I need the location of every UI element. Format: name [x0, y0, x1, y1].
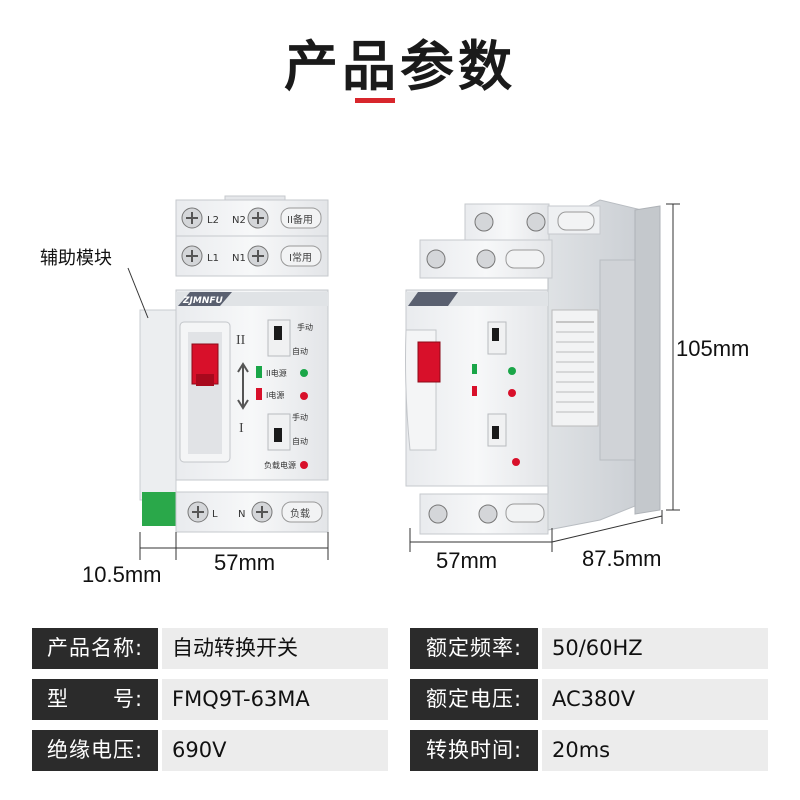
- roman-one-label: I: [239, 421, 244, 436]
- aux-green-terminal: [142, 492, 176, 526]
- brand-logo: ZJMNFU: [182, 296, 224, 306]
- terminal-n2-label: N2: [232, 215, 246, 226]
- spec-label: 额定频率:: [410, 628, 538, 669]
- spec-value: 50/60HZ: [542, 628, 768, 669]
- spec-label: 绝缘电压:: [32, 730, 158, 771]
- spec-value: FMQ9T-63MA: [162, 679, 388, 720]
- dim-aux-width: 10.5mm: [82, 562, 162, 587]
- left-dimension-lines: [139, 532, 329, 560]
- spec-label: 型 号:: [32, 679, 158, 720]
- spec-label-plate: [551, 309, 599, 427]
- spec-label: 额定电压:: [410, 679, 538, 720]
- spec-value: 20ms: [542, 730, 768, 771]
- spec-row: 型 号: FMQ9T-63MA: [32, 679, 388, 720]
- manual-top-label: 手动: [297, 322, 313, 332]
- screw-icon: [526, 212, 546, 232]
- terminal-l-label: L: [212, 509, 218, 520]
- screw-icon: [478, 504, 498, 524]
- spec-row: 产品名称: 自动转换开关: [32, 628, 388, 669]
- right-dimension-lines: [409, 203, 680, 552]
- terminal-l2-label: L2: [207, 215, 219, 226]
- auto-top-label: 自动: [292, 346, 308, 356]
- dim-front-width: 57mm: [214, 550, 276, 575]
- red-handle-right: [417, 341, 441, 383]
- screw-icon: [474, 212, 494, 232]
- callout-line: [127, 267, 149, 319]
- spec-value: AC380V: [542, 679, 768, 720]
- spec-row: 额定频率: 50/60HZ: [410, 628, 768, 669]
- power1-indicator: [300, 392, 308, 400]
- page-title: 产品参数: [284, 35, 516, 98]
- dim-front-width-right: 57mm: [436, 548, 498, 573]
- terminal-n1-label: N1: [232, 253, 246, 264]
- backup-label: II备用: [287, 213, 313, 226]
- power2-indicator: [300, 369, 308, 377]
- power1-label: I电源: [266, 390, 284, 400]
- dim-height: 105mm: [676, 336, 750, 361]
- terminal-n-label: N: [238, 509, 245, 520]
- dim-depth: 87.5mm: [582, 546, 662, 571]
- spec-label: 转换时间:: [410, 730, 538, 771]
- spec-row: 转换时间: 20ms: [410, 730, 768, 771]
- common-label: I常用: [289, 251, 312, 264]
- roman-two-label: II: [236, 333, 246, 348]
- power2-label: II电源: [266, 368, 287, 378]
- load-power-label: 负载电源: [264, 460, 296, 470]
- aux-module-callout: 辅助模块: [40, 248, 112, 269]
- left-device: L2 N2 L1 N1 II备用 I常用 ZJMNFU II I 手动 自动 I…: [139, 195, 329, 533]
- aux-module: [139, 309, 177, 501]
- spec-row: 额定电压: AC380V: [410, 679, 768, 720]
- terminal-l1-label: L1: [207, 253, 219, 264]
- screw-icon: [476, 249, 496, 269]
- manual-bottom-label: 手动: [292, 412, 308, 422]
- spec-row: 绝缘电压: 690V: [32, 730, 388, 771]
- right-device: [405, 199, 661, 535]
- load-label: 负载: [290, 507, 310, 520]
- product-illustration: L2 N2 L1 N1 II备用 I常用 ZJMNFU II I 手动 自动 I…: [127, 195, 680, 560]
- screw-icon: [426, 249, 446, 269]
- title-underline: [355, 98, 395, 103]
- spec-value: 690V: [162, 730, 388, 771]
- spec-label: 产品名称:: [32, 628, 158, 669]
- screw-icon: [428, 504, 448, 524]
- spec-value: 自动转换开关: [162, 628, 388, 669]
- load-indicator: [300, 461, 308, 469]
- auto-bottom-label: 自动: [292, 436, 308, 446]
